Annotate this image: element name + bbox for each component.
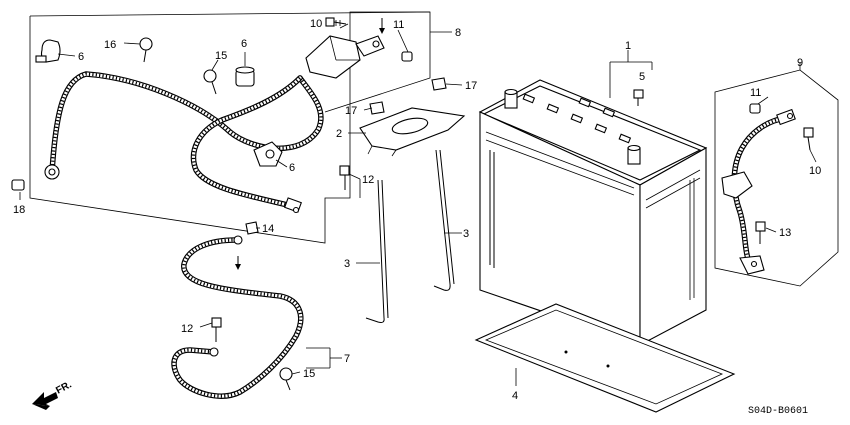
callout-15-lower: 15 <box>303 368 315 380</box>
bolt-10-top <box>325 17 347 27</box>
callout-5: 5 <box>639 71 645 83</box>
callout-17-right: 17 <box>465 80 477 92</box>
clip-15-top <box>203 69 217 95</box>
callout-7: 7 <box>344 353 350 365</box>
routing-arrow-lower <box>235 256 241 270</box>
nut-17-right <box>431 77 447 91</box>
callouts: 1 2 3 3 3 4 5 6 6 6 7 8 9 10 10 11 11 12… <box>13 18 821 402</box>
callout-13: 13 <box>779 227 791 239</box>
bolt-12-top <box>339 165 350 190</box>
battery-bolt-rods <box>365 149 455 323</box>
callout-6-left: 6 <box>78 51 84 63</box>
battery-setting-plate <box>359 107 466 157</box>
bolt-12-lower <box>211 317 222 342</box>
battery <box>478 79 708 346</box>
positive-cable <box>44 35 385 214</box>
clamp-6-top <box>35 39 61 63</box>
nut-11-top <box>401 51 413 62</box>
clip-15-lower <box>279 367 293 391</box>
group-9-boundary <box>714 62 839 287</box>
callout-6-lower: 6 <box>289 162 295 174</box>
callout-12-lower: 12 <box>181 323 193 335</box>
callout-14: 14 <box>262 223 274 235</box>
group-8-boundary <box>29 11 452 244</box>
callout-16: 16 <box>104 39 116 51</box>
nut-11-right <box>749 103 761 114</box>
bolt-13 <box>755 221 766 244</box>
callout-11-top: 11 <box>393 19 404 31</box>
callout-17-left: 17 <box>345 105 357 117</box>
callout-3-left: 3 <box>344 258 350 270</box>
callout-8: 8 <box>455 27 461 39</box>
ground-cable <box>171 235 304 399</box>
nut-17-left <box>369 101 385 115</box>
callout-3-right: 3 <box>463 228 469 240</box>
callout-6-top: 6 <box>241 38 247 50</box>
callout-18: 18 <box>13 204 25 216</box>
callout-2: 2 <box>336 128 342 140</box>
front-direction-arrow: FR. <box>32 379 74 410</box>
bolt-10-right <box>803 127 814 151</box>
nut-14 <box>245 221 259 235</box>
clamp-6-middle <box>235 66 255 87</box>
negative-cable <box>721 108 796 275</box>
leader-lines <box>19 23 817 386</box>
routing-arrow-top <box>379 18 385 34</box>
nut-18 <box>11 179 25 191</box>
callout-1: 1 <box>625 40 631 52</box>
clip-16 <box>139 37 153 63</box>
callout-10-top: 10 <box>310 18 322 30</box>
callout-15-top: 15 <box>215 50 227 62</box>
front-direction-label: FR. <box>54 379 74 396</box>
drawing-code: S04D-B0601 <box>748 406 808 417</box>
bolt-5 <box>633 89 644 106</box>
callout-12-top: 12 <box>362 174 374 186</box>
clamp-6-lower <box>253 141 283 167</box>
callout-9: 9 <box>797 57 803 69</box>
callout-10-right: 10 <box>809 165 821 177</box>
battery-tray <box>474 303 736 413</box>
callout-4: 4 <box>512 390 518 402</box>
callout-11-right: 11 <box>750 87 761 99</box>
